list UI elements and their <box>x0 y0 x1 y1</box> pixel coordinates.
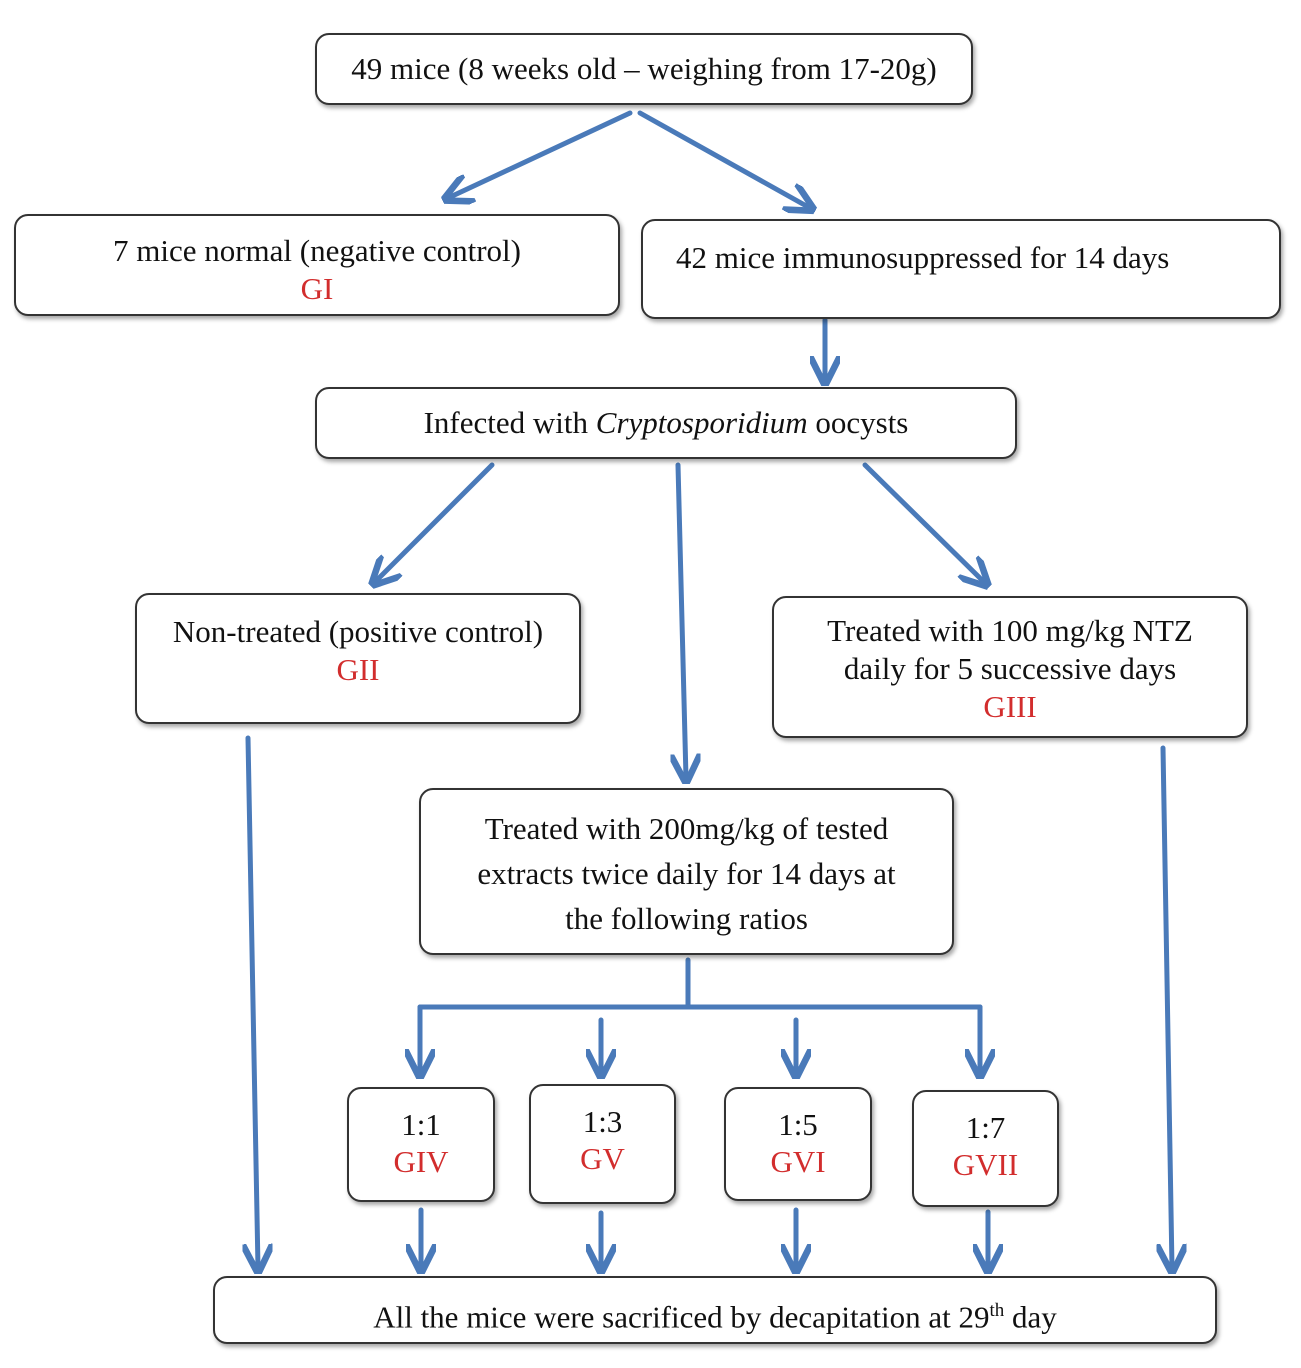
arrow-ntz-to-final <box>1163 745 1172 1268</box>
organism-name: Cryptosporidium <box>595 405 808 440</box>
ratio-box-gVI: 1:5 GVI <box>724 1087 872 1201</box>
final-box: All the mice were sacrificed by decapita… <box>213 1276 1217 1344</box>
ratio-box-gV: 1:3 GV <box>529 1084 676 1204</box>
final-superscript: th <box>989 1300 1005 1321</box>
group-label-gvii: GVII <box>952 1147 1019 1182</box>
immunosuppressed-box: 42 mice immunosuppressed for 14 days <box>641 219 1281 319</box>
group-label-gvi: GVI <box>770 1144 826 1179</box>
extracts-line-3: the following ratios <box>565 901 808 936</box>
arrow-infected-to-nontreated <box>375 462 495 582</box>
immunosuppressed-text: 42 mice immunosuppressed for 14 days <box>676 240 1170 275</box>
arrow-nontreated-to-final <box>248 735 258 1268</box>
start-text: 49 mice (8 weeks old – weighing from 17-… <box>351 51 937 86</box>
ratio-box-gVII: 1:7 GVII <box>912 1090 1059 1207</box>
positive-control-text: Non-treated (positive control) <box>172 614 544 649</box>
ratio-value: 1:1 <box>401 1107 441 1142</box>
group-label-gii: GII <box>336 652 380 687</box>
negative-control-text: 7 mice normal (negative control) <box>112 233 521 268</box>
arrow-infected-to-ntz <box>862 462 985 583</box>
start-box: 49 mice (8 weeks old – weighing from 17-… <box>315 33 973 105</box>
infected-prefix: Infected with <box>423 405 596 440</box>
extracts-treatment-box: Treated with 200mg/kg of tested extracts… <box>419 788 954 955</box>
group-label-gi: GI <box>300 271 334 306</box>
arrow-infected-to-extracts <box>678 462 686 778</box>
group-label-gv: GV <box>580 1141 625 1176</box>
final-prefix: All the mice were sacrificed by decapita… <box>373 1299 990 1335</box>
infected-box: Infected with Cryptosporidium oocysts <box>315 387 1017 459</box>
ntz-line-1: Treated with 100 mg/kg NTZ <box>827 613 1193 648</box>
ratio-value: 1:5 <box>778 1107 818 1142</box>
ntz-treatment-box: Treated with 100 mg/kg NTZ daily for 5 s… <box>772 596 1248 738</box>
ratio-box-gIV: 1:1 GIV <box>347 1087 495 1202</box>
extracts-line-1: Treated with 200mg/kg of tested <box>484 811 889 846</box>
ntz-line-2: daily for 5 successive days <box>843 651 1177 686</box>
infected-suffix: oocysts <box>807 405 909 440</box>
ratio-value: 1:7 <box>965 1110 1006 1145</box>
arrow-start-to-normal <box>448 110 633 198</box>
arrow-start-to-immuno <box>637 110 810 208</box>
group-label-giv: GIV <box>393 1144 449 1179</box>
group-label-giii: GIII <box>983 689 1037 724</box>
extracts-line-2: extracts twice daily for 14 days at <box>477 856 896 891</box>
final-suffix: day <box>1004 1299 1057 1335</box>
negative-control-box: 7 mice normal (negative control) GI <box>14 214 620 316</box>
positive-control-box: Non-treated (positive control) GII <box>135 593 581 724</box>
ratio-value: 1:3 <box>582 1104 623 1139</box>
